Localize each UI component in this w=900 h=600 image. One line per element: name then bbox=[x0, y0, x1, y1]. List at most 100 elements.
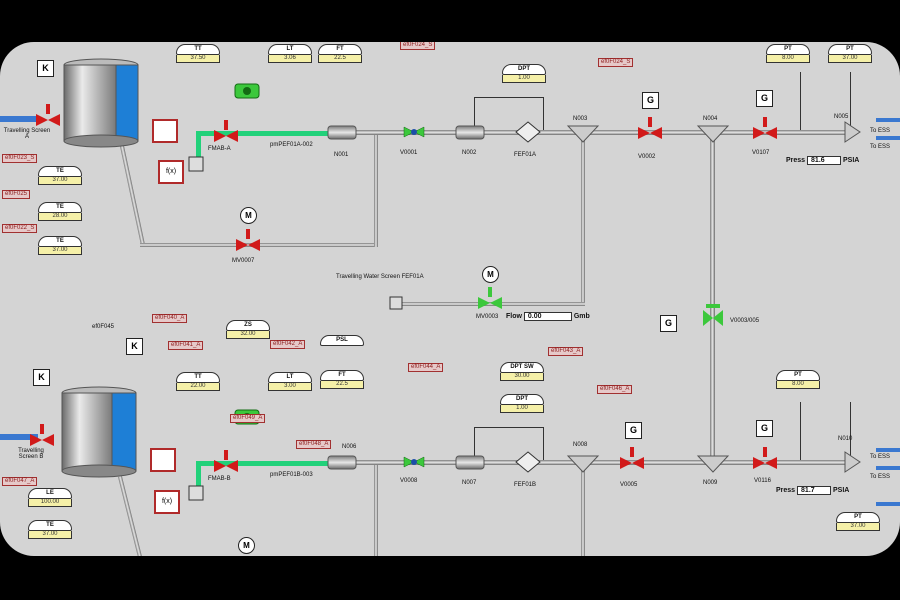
generator-crosstie-button[interactable]: G bbox=[660, 315, 677, 332]
alarm-tag[interactable]: ef0F043_A bbox=[548, 347, 584, 356]
pressure-top-readout: Press 81.6 PSIA bbox=[786, 156, 860, 165]
node-n002-label: N002 bbox=[462, 150, 477, 156]
alarm-tag[interactable]: ef0F044_A bbox=[408, 363, 444, 372]
tee-n003-icon bbox=[566, 125, 600, 143]
valve-v0002-icon bbox=[638, 117, 662, 139]
line-b-label: pmPEF01B-003 bbox=[270, 472, 313, 478]
instrument-psl-mid[interactable]: PSL bbox=[320, 335, 364, 346]
flow-readout: Flow 0.00 Gmb bbox=[506, 312, 590, 321]
tee-n010-icon bbox=[844, 451, 861, 473]
tank-a[interactable] bbox=[63, 58, 139, 148]
junction-box-a bbox=[188, 156, 204, 172]
alarm-tag[interactable]: ef0F025 bbox=[2, 190, 31, 199]
valve-v0002-label: V0002 bbox=[638, 154, 656, 160]
motor-b-button[interactable]: M bbox=[238, 537, 255, 554]
alarm-tag[interactable]: ef0F042_A bbox=[270, 340, 306, 349]
node-n007-label: N007 bbox=[462, 480, 477, 486]
alarm-tag[interactable]: ef0F024_S bbox=[400, 42, 436, 50]
generator-v0002-button[interactable]: G bbox=[642, 92, 659, 109]
filter-n001 bbox=[327, 125, 357, 140]
alarm-tag[interactable]: ef0F047_A bbox=[2, 477, 38, 486]
node-n001-label: N001 bbox=[334, 152, 349, 158]
valve-screen-a-icon bbox=[36, 104, 60, 126]
tee-n005-icon bbox=[844, 121, 861, 143]
valve-fcv-a-icon bbox=[214, 120, 238, 142]
node-n006-label: N006 bbox=[342, 444, 357, 450]
water-screen-box[interactable] bbox=[389, 296, 403, 310]
strainer-a-label: FEF01A bbox=[514, 152, 537, 158]
node-n008-label: N008 bbox=[573, 442, 588, 448]
node-n004-label: N004 bbox=[703, 116, 718, 122]
alarm-tag[interactable]: ef0F023_S bbox=[2, 154, 38, 163]
alarm-tag[interactable]: ef0F046_A bbox=[597, 385, 633, 394]
filter-n007 bbox=[455, 455, 485, 470]
outlet-top-2 bbox=[876, 136, 900, 140]
motor-mv0007-button[interactable]: M bbox=[240, 207, 257, 224]
line-a-label: pmPEF01A-002 bbox=[270, 142, 313, 148]
valve-fcv-b-icon bbox=[214, 450, 238, 472]
alarm-tag[interactable]: ef0F041_A bbox=[168, 341, 204, 350]
valve-v0107-icon bbox=[753, 117, 777, 139]
valve-mv0003-icon bbox=[478, 287, 502, 309]
outlet-bot-1 bbox=[876, 448, 900, 452]
flow-line-a bbox=[196, 131, 330, 136]
generator-v0005-button[interactable]: G bbox=[625, 422, 642, 439]
valve-v0005-label: V0005 bbox=[620, 482, 638, 488]
keypad-b-button[interactable]: K bbox=[33, 369, 50, 386]
setpoint-block-b[interactable] bbox=[150, 448, 176, 472]
generator-v0116-button[interactable]: G bbox=[756, 420, 773, 437]
valve-crosstie-label: V0003/005 bbox=[730, 318, 760, 324]
valve-crosstie-icon bbox=[703, 304, 723, 326]
motor-mv0003-button[interactable]: M bbox=[482, 266, 499, 283]
function-block-b[interactable]: f(x) bbox=[154, 490, 180, 514]
destination-bottom: To ESS bbox=[870, 454, 891, 460]
inlet-flow-b bbox=[0, 434, 38, 440]
alarm-tag[interactable]: ef0F049_A bbox=[230, 414, 266, 423]
alarm-tag[interactable]: ef0F048_A bbox=[296, 440, 332, 449]
valve-v0116-label: V0116 bbox=[754, 478, 771, 484]
keypad-a-button[interactable]: K bbox=[37, 60, 54, 77]
outlet-bot-2 bbox=[876, 466, 900, 470]
function-block-a[interactable]: f(x) bbox=[158, 160, 184, 184]
tank-b[interactable] bbox=[61, 386, 137, 478]
valve-mv0003-label: MV0003 bbox=[476, 314, 499, 320]
tee-n004-icon bbox=[696, 125, 730, 143]
flow-line-b bbox=[196, 461, 330, 466]
destination-top-2: To ESS bbox=[870, 144, 891, 150]
tee-n008-icon bbox=[566, 455, 600, 473]
pressure-bottom-readout: Press 81.7 PSIA bbox=[776, 486, 850, 495]
junction-box-b bbox=[188, 485, 204, 501]
valve-v0001-label: V0001 bbox=[400, 150, 418, 156]
setpoint-block-a[interactable] bbox=[152, 119, 178, 143]
alarm-tag[interactable]: ef0F024_S bbox=[598, 58, 634, 67]
outlet-top-1 bbox=[876, 118, 900, 122]
alarm-tag[interactable]: ef0F022_S bbox=[2, 224, 38, 233]
alarm-tag[interactable]: ef0F040_A bbox=[152, 314, 188, 323]
pump-a-icon bbox=[234, 83, 260, 99]
valve-screen-b-icon bbox=[30, 424, 54, 446]
valve-v0001-icon bbox=[403, 126, 425, 138]
generator-v0107-button[interactable]: G bbox=[756, 90, 773, 107]
keypad-c-button[interactable]: K bbox=[126, 338, 143, 355]
screen-b-label: Travelling Screen B bbox=[18, 448, 44, 460]
